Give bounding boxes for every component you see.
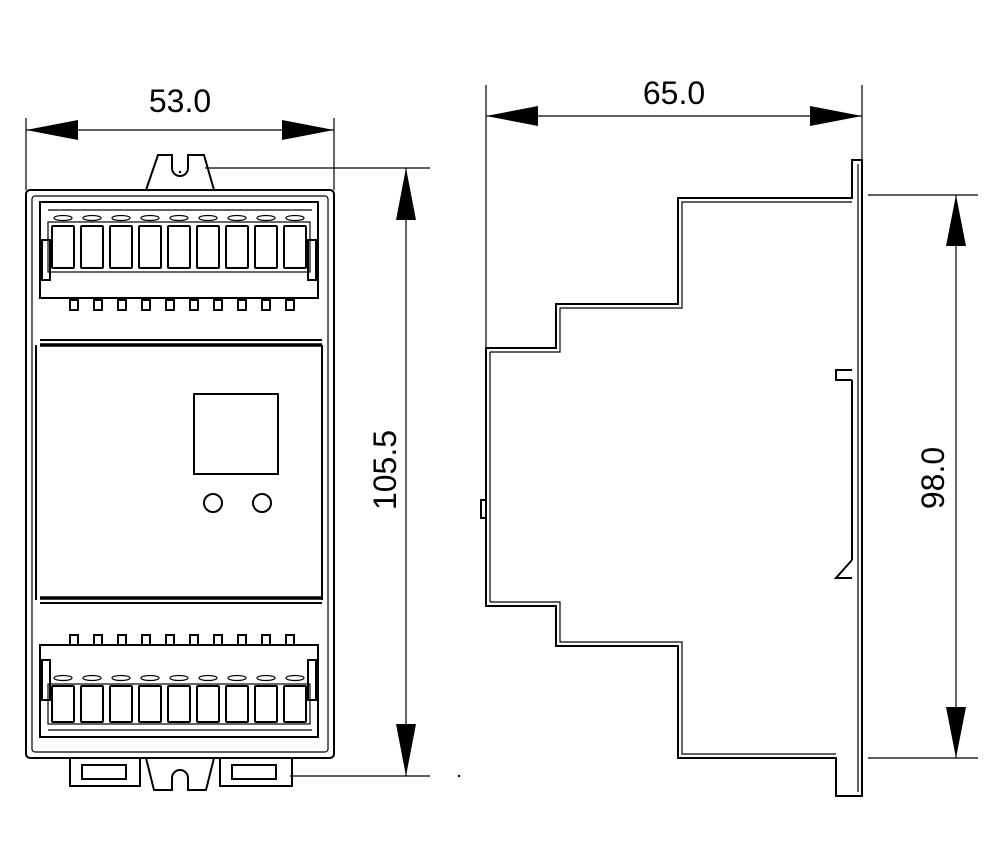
top-pin	[69, 299, 79, 311]
bottom-terminal	[51, 685, 75, 723]
top-terminal-screw	[82, 214, 102, 222]
bottom-terminal	[109, 685, 133, 723]
bottom-pin	[261, 634, 271, 646]
top-din-clip	[145, 154, 215, 191]
top-terminal-screw	[140, 214, 160, 222]
bottom-pin	[213, 634, 223, 646]
top-terminal	[80, 225, 104, 269]
front-width-dimension: 53.0	[25, 83, 335, 190]
bottom-terminal	[138, 685, 162, 723]
top-terminal-screw	[198, 214, 218, 222]
front-width-label: 53.0	[149, 83, 211, 119]
top-terminal-screw	[53, 214, 73, 222]
bottom-terminal-screw	[111, 674, 131, 682]
top-pin	[213, 299, 223, 311]
bottom-terminal-screw	[53, 674, 73, 682]
top-terminal-screw	[169, 214, 189, 222]
front-height-label: 105.5	[367, 430, 403, 510]
bottom-terminal-screw	[140, 674, 160, 682]
side-height-dimension: 98.0	[868, 194, 978, 759]
top-pin	[237, 299, 247, 311]
top-pin	[141, 299, 151, 311]
bottom-terminal	[254, 685, 278, 723]
top-terminal	[138, 225, 162, 269]
top-pin	[189, 299, 199, 311]
top-terminal	[254, 225, 278, 269]
indicator-led-2	[252, 493, 272, 513]
top-terminal	[167, 225, 191, 269]
bottom-pin	[165, 634, 175, 646]
top-pin	[261, 299, 271, 311]
side-height-label: 98.0	[915, 447, 951, 509]
bottom-pin	[93, 634, 103, 646]
side-view	[480, 159, 863, 797]
top-terminal	[109, 225, 133, 269]
bottom-pin	[237, 634, 247, 646]
top-pin	[117, 299, 127, 311]
display-window	[193, 393, 279, 475]
bottom-terminal	[167, 685, 191, 723]
top-terminal	[196, 225, 220, 269]
bottom-terminal	[225, 685, 249, 723]
bottom-terminal-screw	[198, 674, 218, 682]
bottom-terminal	[196, 685, 220, 723]
bottom-din-clip	[69, 757, 293, 791]
bottom-terminal-screw	[227, 674, 247, 682]
front-height-dimension: 105.5	[205, 167, 430, 777]
bottom-pin	[189, 634, 199, 646]
top-terminal-block	[39, 201, 319, 311]
top-terminal-screw	[256, 214, 276, 222]
front-view	[25, 154, 335, 791]
top-pin	[285, 299, 295, 311]
front-panel	[35, 345, 323, 600]
bottom-terminal	[80, 685, 104, 723]
bottom-terminal-screw	[82, 674, 102, 682]
bottom-pin	[141, 634, 151, 646]
bottom-terminal-screw	[285, 674, 305, 682]
bottom-pin	[117, 634, 127, 646]
top-pin	[165, 299, 175, 311]
bottom-pin	[69, 634, 79, 646]
top-terminal	[225, 225, 249, 269]
top-pin	[93, 299, 103, 311]
bottom-terminal-block	[39, 634, 319, 738]
housing-outline	[25, 189, 335, 759]
bottom-pin	[285, 634, 295, 646]
top-terminal	[51, 225, 75, 269]
top-terminal-screw	[111, 214, 131, 222]
top-terminal-screw	[227, 214, 247, 222]
bottom-terminal	[283, 685, 307, 723]
top-terminal-screw	[285, 214, 305, 222]
indicator-led-1	[203, 493, 223, 513]
bottom-terminal-screw	[256, 674, 276, 682]
bottom-terminal-screw	[169, 674, 189, 682]
side-depth-dimension: 65.0	[485, 75, 863, 348]
side-depth-label: 65.0	[643, 75, 705, 111]
top-terminal	[283, 225, 307, 269]
